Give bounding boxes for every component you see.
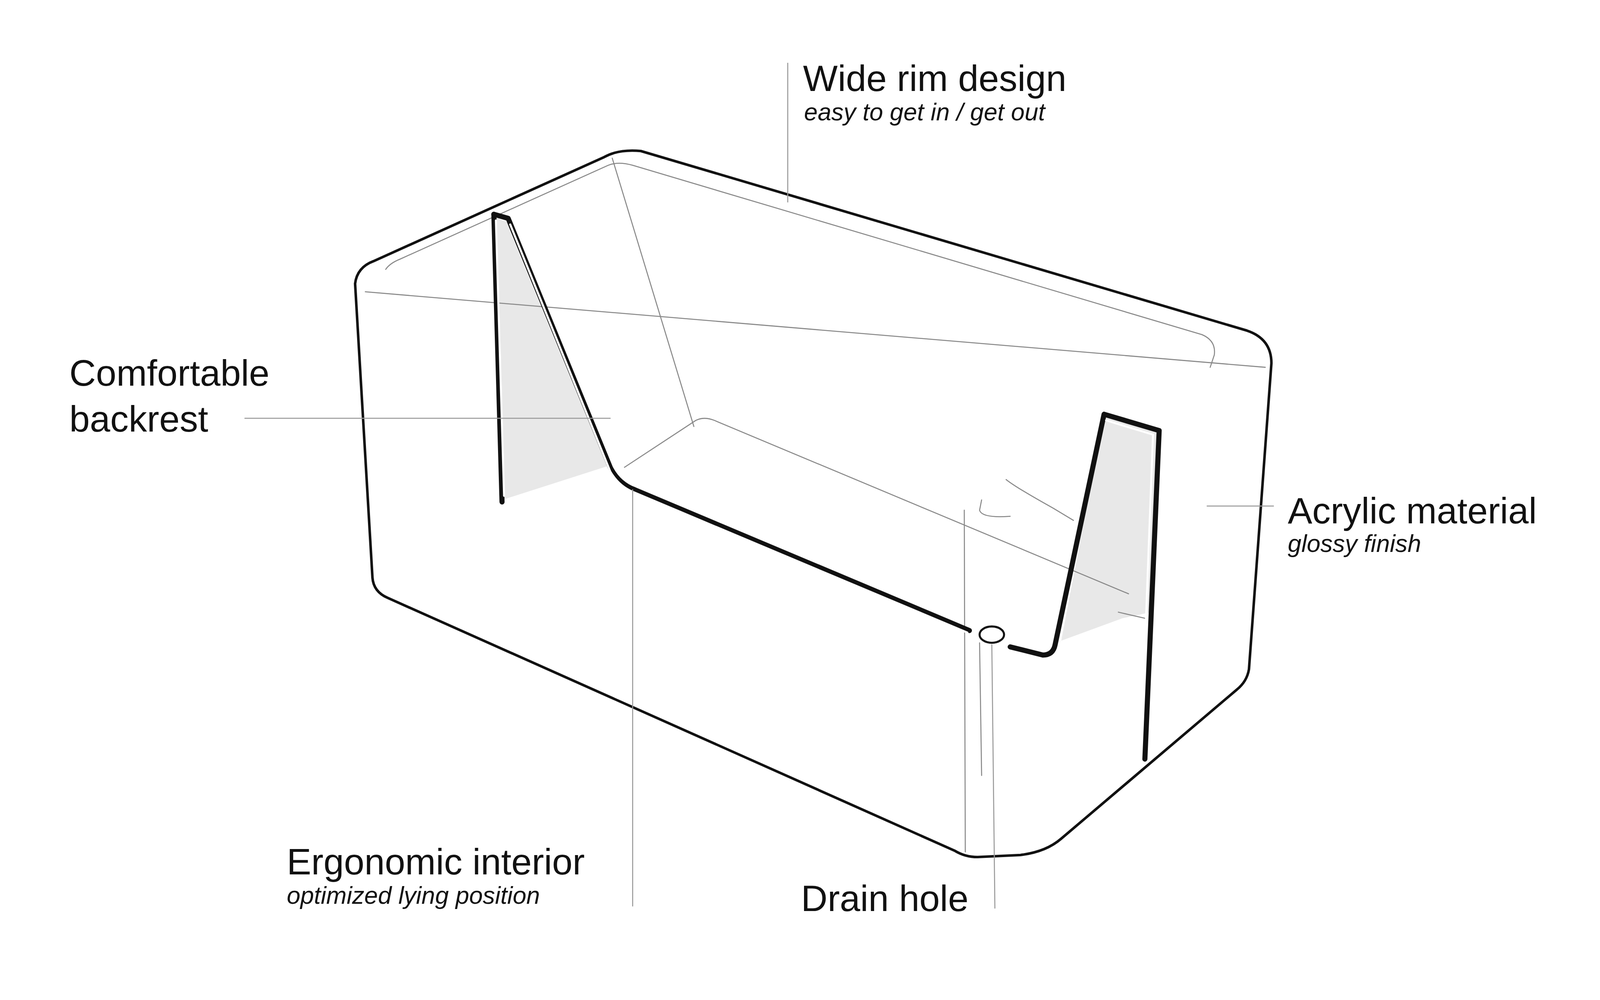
callout-subtitle: optimized lying position — [286, 881, 540, 912]
callout-subtitle: glossy finish — [1287, 529, 1421, 559]
callout-title: Ergonomic interior — [286, 839, 585, 884]
callout-title: Wide rim design — [803, 55, 1067, 100]
callout-subtitle: easy to get in / get out — [804, 97, 1046, 128]
callout-title: Drain hole — [801, 876, 969, 921]
callout-title: Acrylic material — [1287, 488, 1537, 533]
callout-title: Comfortable backrest — [69, 349, 315, 442]
